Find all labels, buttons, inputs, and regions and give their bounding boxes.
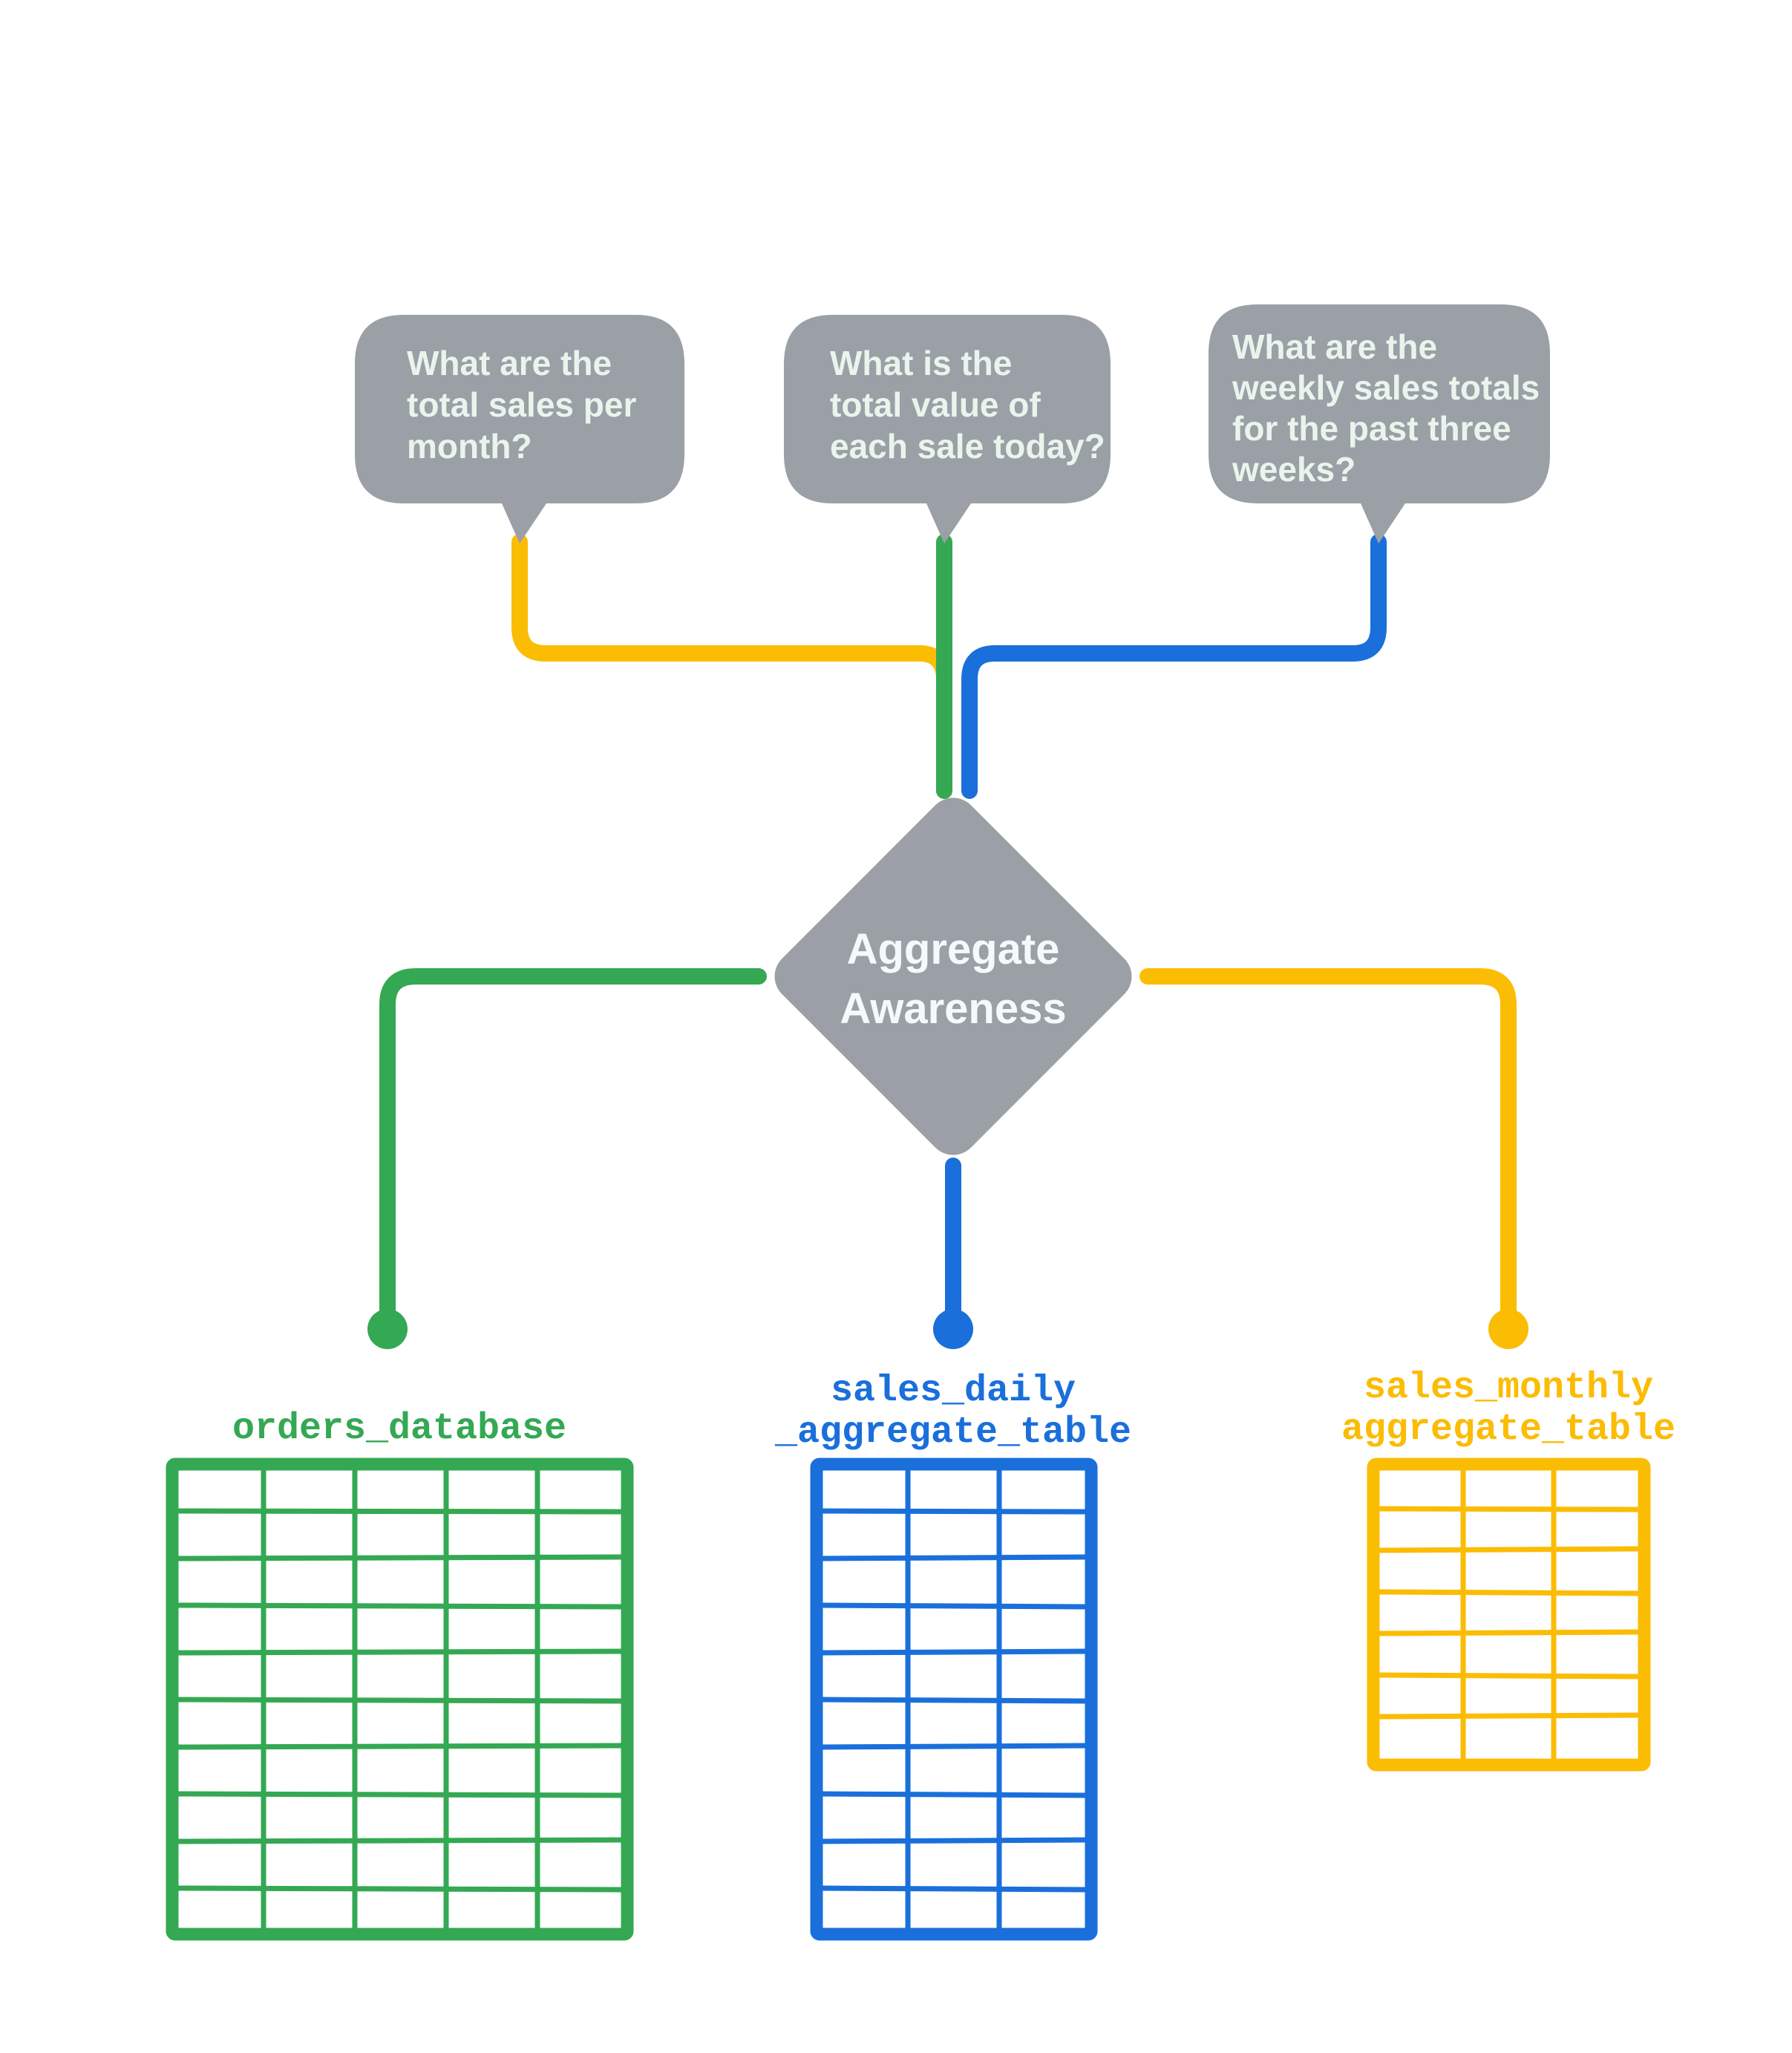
endpoint-dot-sales-monthly [1488, 1309, 1528, 1349]
table-label-sales-daily-line-2: _aggregate_table [774, 1411, 1131, 1454]
question-monthly-line-1: What are the [407, 344, 612, 382]
table-group-sales-daily[interactable]: sales_daily _aggregate_table [774, 1370, 1131, 1941]
table-label-sales-monthly-line-2: aggregate_table [1341, 1409, 1675, 1451]
table-label-sales-daily-line-1: sales_daily [831, 1370, 1076, 1412]
table-grid-sales-daily [810, 1458, 1098, 1941]
hub-label-line-1: Aggregate [847, 925, 1060, 973]
table-label-sales-monthly-line-1: sales_monthly [1364, 1367, 1653, 1409]
question-daily-line-2: total value of [830, 385, 1041, 424]
hub-label-line-2: Awareness [840, 985, 1066, 1033]
question-daily-line-3: each sale today? [830, 427, 1105, 466]
question-monthly-line-2: total sales per [407, 385, 636, 424]
question-bubble-weekly[interactable]: What are the weekly sales totals for the… [1209, 304, 1550, 544]
question-bubble-monthly[interactable]: What are the total sales per month? [355, 315, 684, 544]
question-bubble-daily[interactable]: What is the total value of each sale tod… [784, 315, 1111, 544]
connector-sales-monthly [1139, 968, 1517, 1330]
connector-question-weekly [961, 534, 1387, 799]
hub-diamond-shape [774, 797, 1132, 1155]
table-grid-sales-monthly [1367, 1458, 1651, 1772]
question-weekly-line-2: weekly sales totals [1232, 368, 1540, 407]
question-weekly-line-1: What are the [1232, 327, 1437, 366]
question-weekly-line-4: weeks? [1232, 450, 1356, 489]
connector-orders-database [379, 968, 767, 1330]
question-weekly-line-3: for the past three [1232, 409, 1511, 448]
endpoint-dot-sales-daily [933, 1309, 973, 1349]
table-group-sales-monthly[interactable]: sales_monthly aggregate_table [1341, 1367, 1675, 1772]
table-label-orders-database: orders_database [232, 1408, 566, 1450]
table-grid-orders-database [166, 1458, 634, 1941]
question-daily-line-1: What is the [830, 344, 1012, 382]
question-monthly-line-3: month? [407, 427, 532, 466]
table-group-orders-database[interactable]: orders_database [166, 1408, 634, 1941]
hub-node-aggregate-awareness[interactable]: Aggregate Awareness [764, 787, 1142, 1165]
endpoint-dot-orders-database [367, 1309, 408, 1349]
